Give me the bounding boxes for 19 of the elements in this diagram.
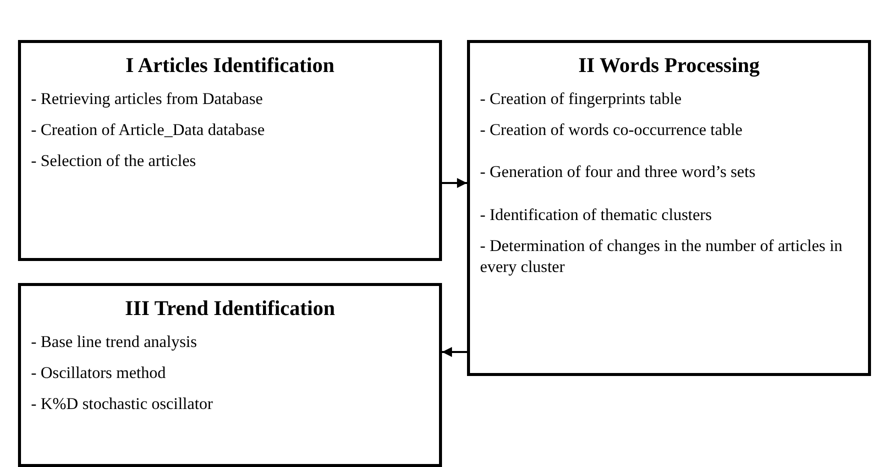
list-item: - Retrieving articles from Database <box>31 88 264 109</box>
list-item: - Base line trend analysis <box>31 331 198 352</box>
list-item: - Identification of thematic clusters <box>480 204 713 225</box>
list-item: - K%D stochastic oscillator <box>31 393 214 414</box>
process-box <box>18 283 442 467</box>
box-heading: III Trend Identification <box>124 296 336 321</box>
box-heading: I Articles Identification <box>124 53 336 78</box>
arrow <box>442 347 467 357</box>
box-heading: II Words Processing <box>577 53 761 78</box>
list-item: - Creation of fingerprints table <box>480 88 683 109</box>
list-item: - Creation of words co-occurrence table <box>480 119 744 140</box>
list-item: - Creation of Article_Data database <box>31 119 266 140</box>
list-item: - Oscillators method <box>31 362 167 383</box>
list-item: - Selection of the articles <box>31 150 197 171</box>
list-item: - Determination of changes in the number of articles in every cluster <box>480 235 844 277</box>
process-box <box>18 40 442 261</box>
process-box <box>467 40 871 376</box>
list-item: - Generation of four and three word’s sets <box>480 161 756 183</box>
arrow <box>442 178 467 188</box>
